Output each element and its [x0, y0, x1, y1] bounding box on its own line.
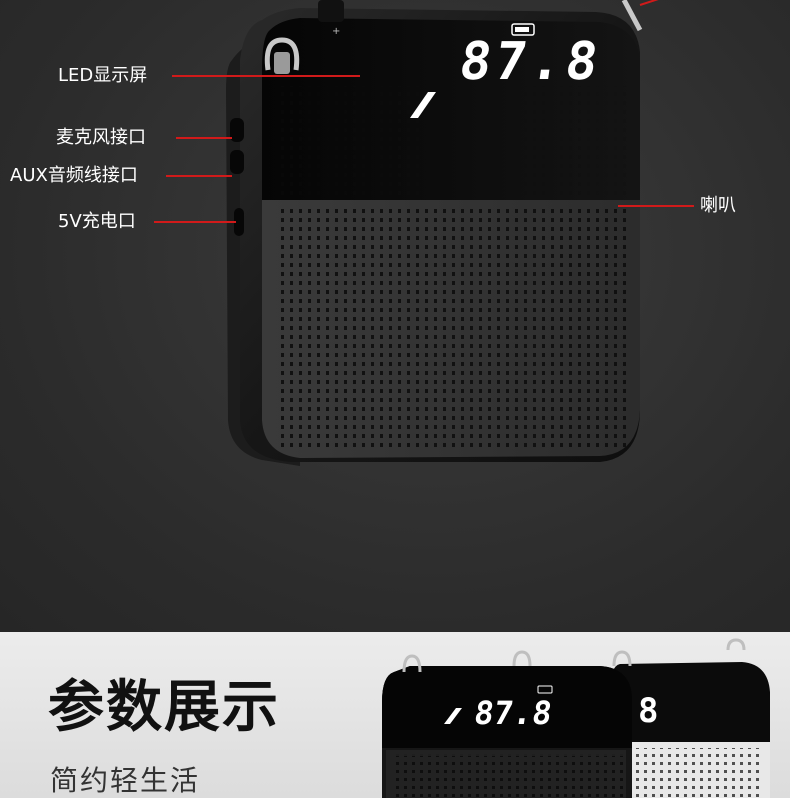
led-readout: 87.8 [455, 32, 606, 92]
callout-line-mic [176, 137, 232, 139]
speaker-device: + [226, 0, 643, 466]
section-subtitle: 简约轻生活 [50, 764, 201, 797]
svg-text:8: 8 [638, 691, 658, 731]
callout-line-aux [166, 175, 232, 177]
svg-text:87.8: 87.8 [472, 694, 554, 732]
label-charge-port: 5V充电口 [58, 211, 136, 232]
callout-line-speaker [618, 205, 694, 207]
callout-line-charge [154, 221, 236, 223]
label-mic-port: 麦克风接口 [56, 127, 146, 148]
label-led-display: LED显示屏 [58, 65, 148, 86]
product-pair-image: 8 87.8 [382, 638, 770, 798]
label-aux-port: AUX音频线接口 [10, 165, 138, 186]
section-title: 参数展示 [48, 675, 280, 740]
svg-text:+: + [332, 26, 340, 37]
label-speaker: 喇叭 [700, 195, 736, 216]
callout-line-led [172, 75, 360, 77]
